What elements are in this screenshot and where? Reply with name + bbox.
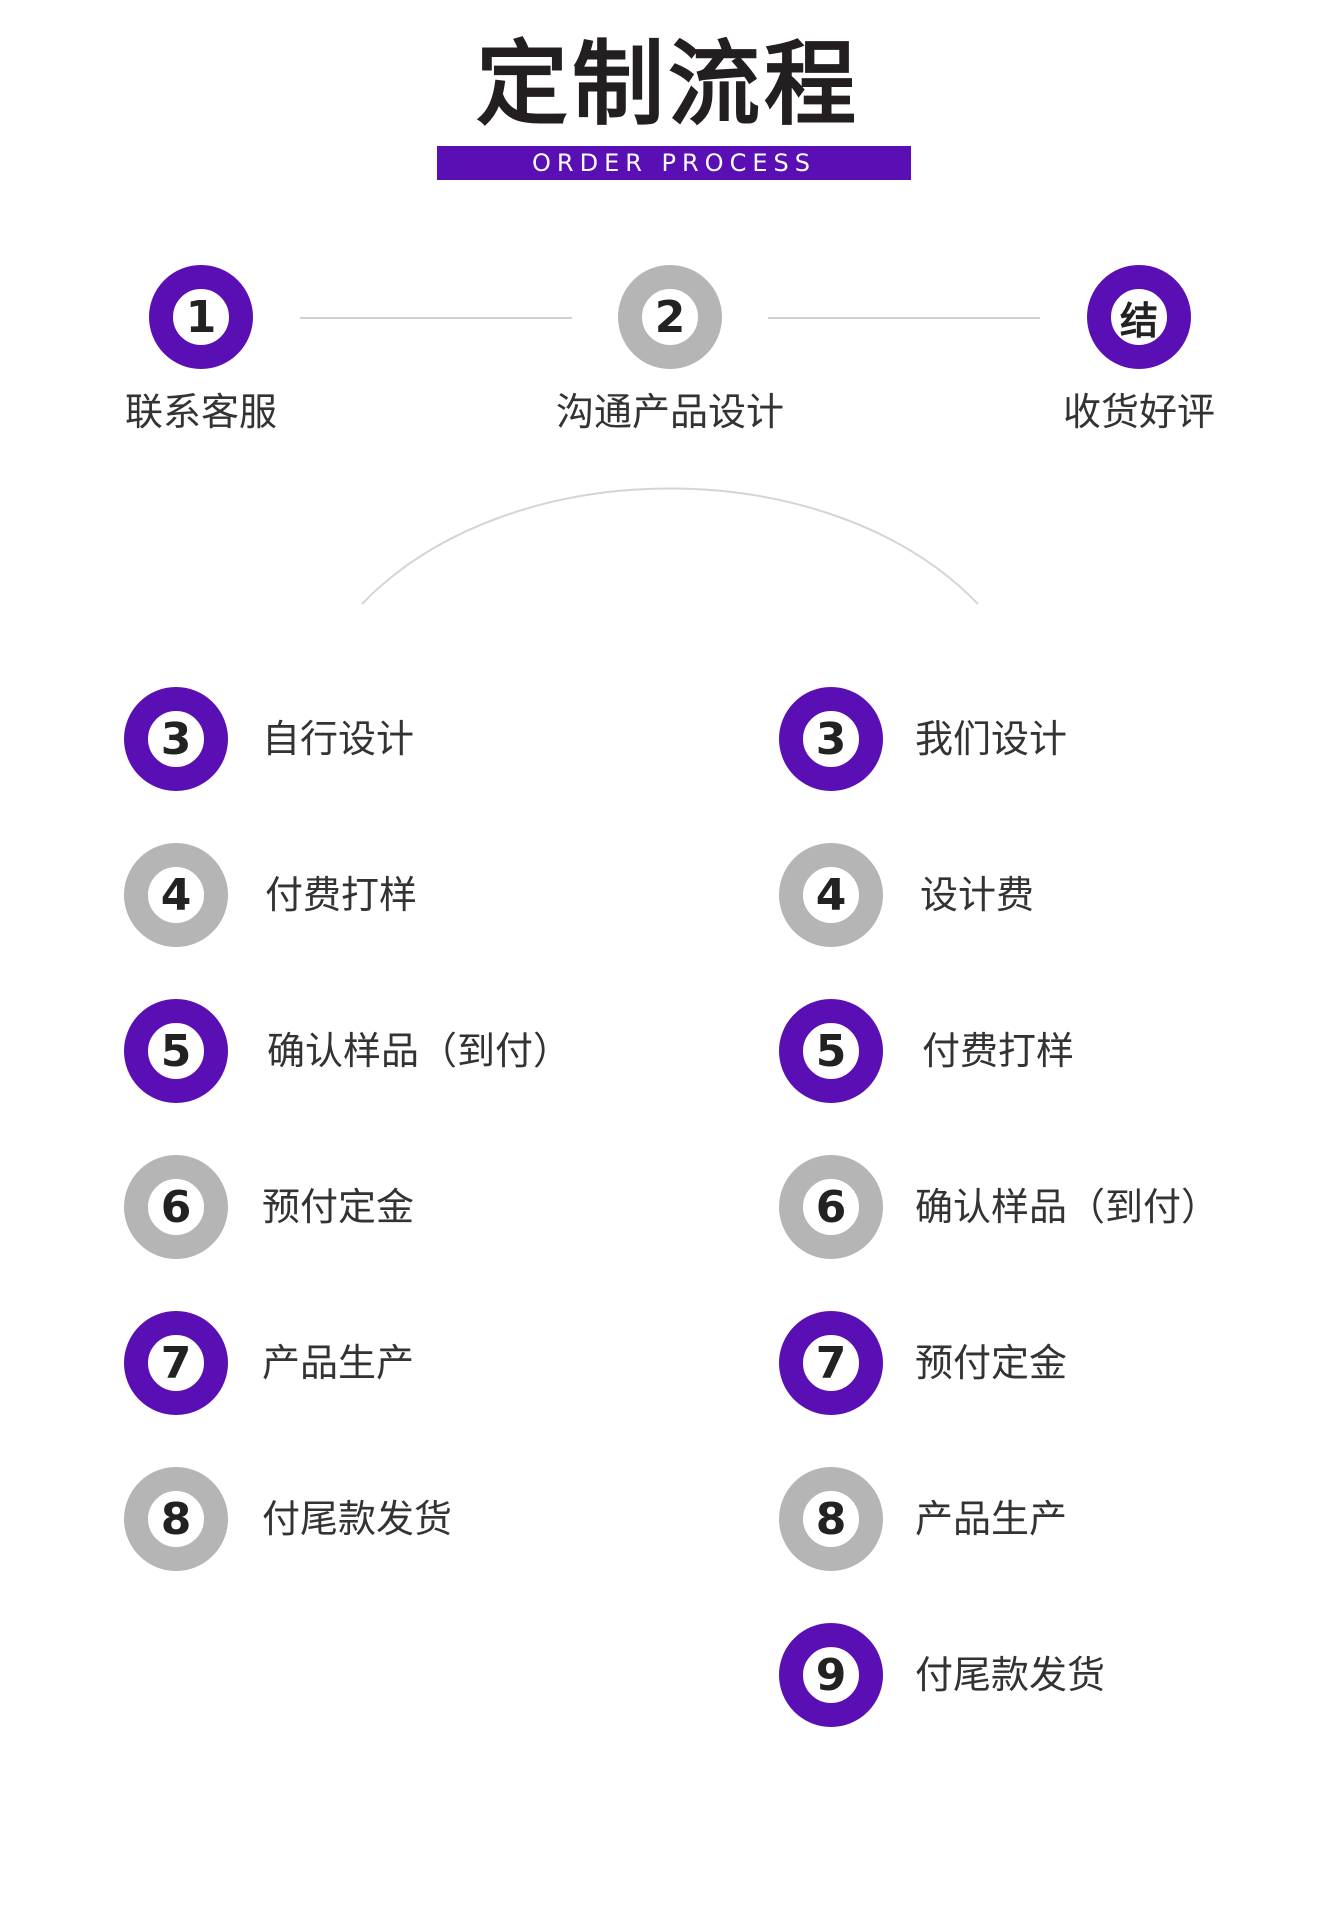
left-step-label-confirm-sample: 确认样品（到付） (267, 1029, 572, 1073)
left-step-label-production: 产品生产 (262, 1341, 415, 1385)
step-label-design-communication: 沟通产品设计 (555, 390, 784, 434)
right-step-badge-9: 9 (779, 1623, 883, 1727)
step-badge-end: 结 (1087, 265, 1191, 369)
right-step-badge-3: 3 (779, 687, 883, 791)
left-step-badge-8: 8 (124, 1467, 228, 1571)
connector-line (300, 317, 572, 319)
right-step-label-design-fee: 设计费 (920, 873, 1035, 917)
left-step-badge-4: 4 (124, 843, 228, 947)
branch-arc (361, 487, 979, 605)
right-step-label-production: 产品生产 (915, 1497, 1068, 1541)
left-step-badge-6: 6 (124, 1155, 228, 1259)
step-label-contact: 联系客服 (124, 390, 277, 434)
step-label-receive-review: 收货好评 (1062, 390, 1215, 434)
left-step-label-self-design: 自行设计 (262, 717, 415, 761)
step-badge-2: 2 (618, 265, 722, 369)
left-step-label-paid-sample: 付费打样 (265, 873, 418, 917)
right-step-label-paid-sample: 付费打样 (922, 1029, 1075, 1073)
left-step-label-deposit: 预付定金 (262, 1185, 415, 1229)
left-step-badge-3: 3 (124, 687, 228, 791)
right-step-badge-7: 7 (779, 1311, 883, 1415)
right-step-label-deposit: 预付定金 (915, 1341, 1068, 1385)
step-badge-1: 1 (149, 265, 253, 369)
left-step-label-final-payment-shipping: 付尾款发货 (262, 1497, 453, 1541)
right-step-label-final-payment-shipping: 付尾款发货 (915, 1653, 1106, 1697)
left-step-badge-5: 5 (124, 999, 228, 1103)
right-step-label-confirm-sample: 确认样品（到付） (915, 1185, 1220, 1229)
page-subtitle-banner: ORDER PROCESS (437, 146, 911, 180)
right-step-badge-4: 4 (779, 843, 883, 947)
right-step-badge-5: 5 (779, 999, 883, 1103)
connector-line (768, 317, 1040, 319)
left-step-badge-7: 7 (124, 1311, 228, 1415)
right-step-badge-8: 8 (779, 1467, 883, 1571)
right-step-label-we-design: 我们设计 (915, 717, 1068, 761)
right-step-badge-6: 6 (779, 1155, 883, 1259)
page-title: 定制流程 (475, 31, 860, 138)
